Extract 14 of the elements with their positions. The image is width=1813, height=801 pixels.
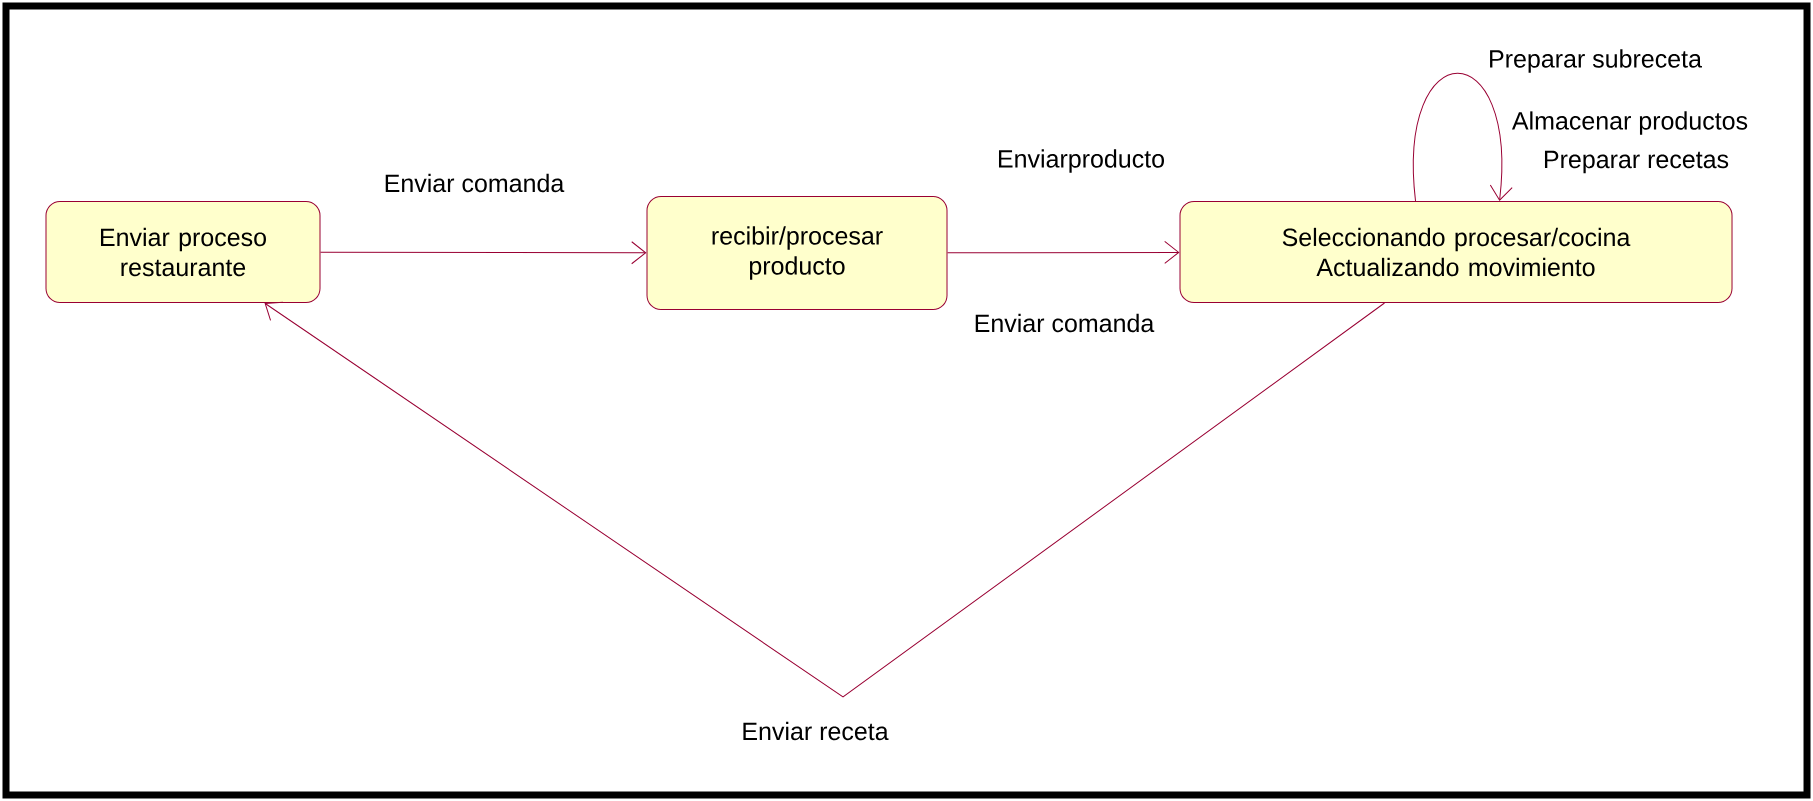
transition-arrow [264, 301, 1385, 698]
state-box: recibir/procesar producto [646, 196, 948, 310]
transition-label: Almacenar productos [1511, 111, 1748, 135]
edge-label: Enviarproducto [994, 147, 1168, 175]
transition-arrow [1412, 72, 1513, 202]
edge-label: Enviar comanda [381, 171, 567, 195]
edge-label: Enviar receta [739, 719, 891, 743]
state-box: Seleccionando procesar/cocina Actualizando movimiento [1179, 201, 1733, 303]
transition-label: Preparar recetas [1544, 150, 1729, 174]
transition-label: Enviar comanda [975, 313, 1155, 333]
transition-arrow [320, 241, 647, 265]
edge-label: Preparar subreceta [1486, 47, 1704, 75]
state-box: Enviar proceso restaurante [45, 201, 321, 303]
transition-arrow [947, 240, 1180, 264]
